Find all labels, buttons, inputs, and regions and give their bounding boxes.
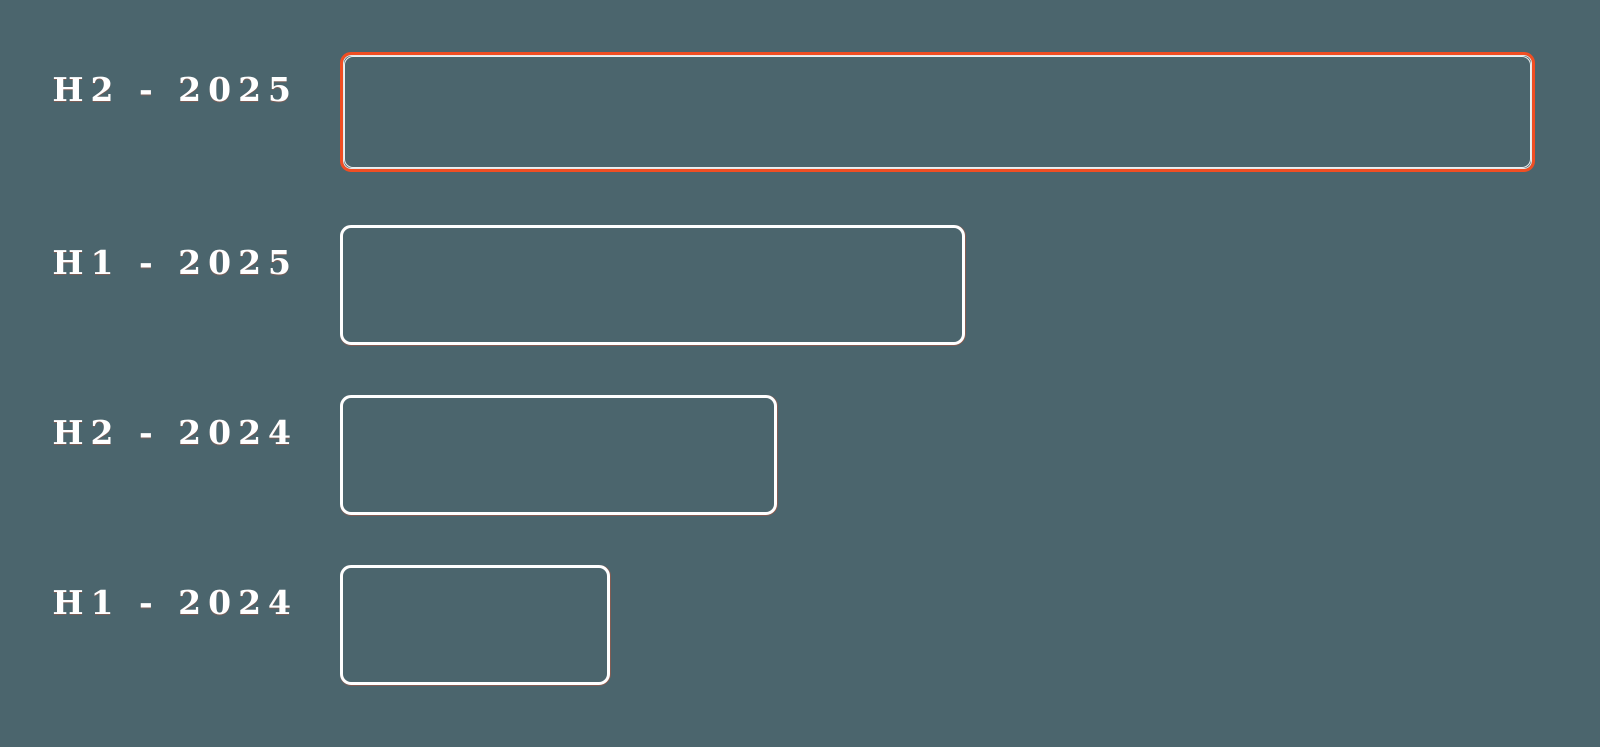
bar-row: H1 - 2024	[0, 565, 1600, 735]
bar-h1-2025[interactable]	[340, 225, 965, 345]
bar-label-h1-2025: H1 - 2025	[52, 243, 298, 282]
bar-label-h1-2024: H1 - 2024	[52, 583, 298, 622]
bar-label-h2-2025: H2 - 2025	[52, 70, 298, 109]
bar-h2-2025[interactable]	[340, 52, 1535, 172]
bar-row: H2 - 2024	[0, 395, 1600, 565]
bar-row: H1 - 2025	[0, 225, 1600, 395]
bar-label-h2-2024: H2 - 2024	[52, 413, 298, 452]
bar-row: H2 - 2025	[0, 52, 1600, 222]
bar-h2-2024[interactable]	[340, 395, 777, 515]
bar-h1-2024[interactable]	[340, 565, 610, 685]
